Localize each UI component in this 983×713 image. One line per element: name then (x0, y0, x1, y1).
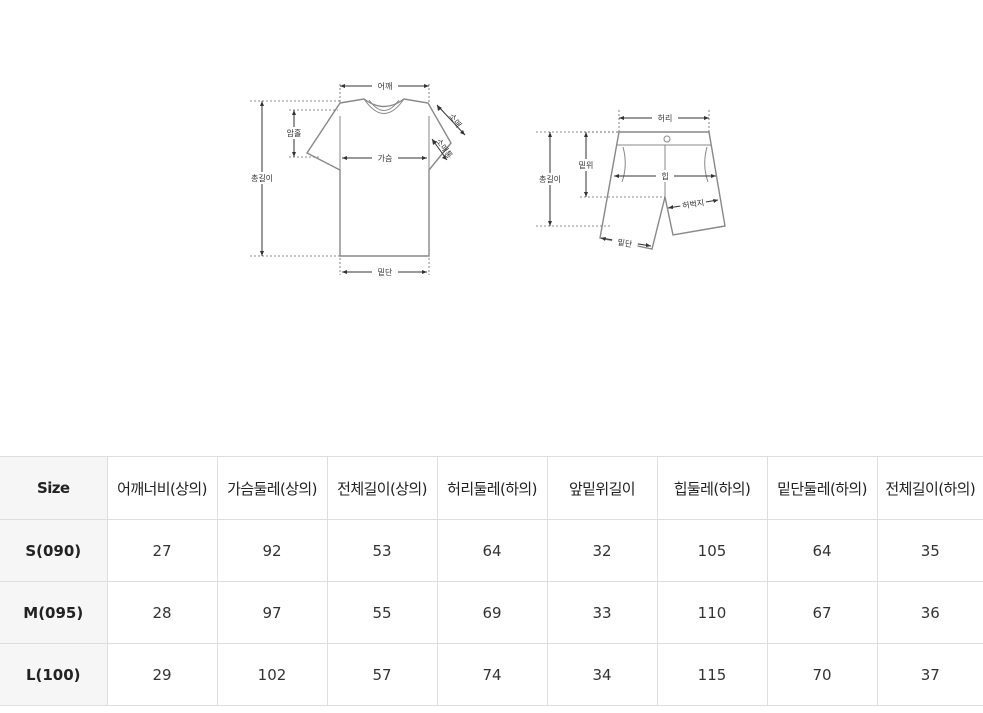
shorts-outline (599, 131, 726, 250)
shorts-illustration (599, 131, 726, 250)
header-chest: 가슴둘레(상의) (216, 456, 328, 520)
shorts-waist-dimension: 허리 (618, 110, 710, 132)
table-cell: 27 (106, 519, 218, 582)
table-cell: 74 (436, 643, 548, 706)
table-cell: 110 (656, 581, 768, 644)
table-cell: 92 (216, 519, 328, 582)
label-armhole: 암홀 (287, 128, 302, 138)
table-row: M(095) 28 97 55 69 33 110 67 36 (0, 581, 983, 644)
table-cell: 34 (546, 643, 658, 706)
size-diagram-svg: 어깨 암홀 가슴 총길이 (246, 80, 726, 278)
label-total-length-top: 총길이 (251, 173, 273, 183)
shorts-hip-dimension: 힙 (614, 170, 716, 182)
table-cell: 57 (326, 643, 438, 706)
header-waist: 허리둘레(하의) (436, 456, 548, 520)
table-cell: 64 (766, 519, 878, 582)
table-cell: 28 (106, 581, 218, 644)
tshirt-illustration (305, 98, 452, 257)
size-table: Size 어깨너비(상의) 가슴둘레(상의) 전체길이(상의) 허리둘레(하의)… (0, 456, 983, 706)
label-thigh: 허벅지 (681, 197, 704, 210)
shorts-length-dimension: 총길이 (534, 131, 619, 227)
tshirt-shoulder-dimension: 어깨 (339, 80, 430, 103)
label-chest: 가슴 (378, 154, 393, 163)
row-size-label: L(100) (0, 643, 108, 706)
label-total-length-bottom: 총길이 (539, 174, 561, 184)
label-hem-bottom: 밑단 (617, 237, 634, 249)
table-cell: 97 (216, 581, 328, 644)
shorts-thigh-dimension: 허벅지 (667, 195, 719, 211)
table-cell: 55 (326, 581, 438, 644)
label-rise: 밑위 (579, 160, 594, 170)
table-cell: 35 (876, 519, 983, 582)
table-cell: 53 (326, 519, 438, 582)
header-hip: 힙둘레(하의) (656, 456, 768, 520)
table-cell: 33 (546, 581, 658, 644)
shorts-hem-dimension: 밑단 (600, 234, 652, 249)
header-front-rise: 앞밑위길이 (546, 456, 658, 520)
table-cell: 64 (436, 519, 548, 582)
table-row: S(090) 27 92 53 64 32 105 64 35 (0, 519, 983, 582)
header-hem: 밑단둘레(하의) (766, 456, 878, 520)
tshirt-armhole-dimension: 암홀 (283, 109, 338, 158)
tshirt-body-outline (305, 98, 452, 257)
tshirt-collar (363, 98, 405, 114)
tshirt-hem-dimension: 밑단 (339, 258, 430, 278)
label-sleeve: 소매 (447, 112, 463, 129)
table-header-row: Size 어깨너비(상의) 가슴둘레(상의) 전체길이(상의) 허리둘레(하의)… (0, 456, 983, 520)
tshirt-length-dimension: 총길이 (246, 100, 340, 257)
table-cell: 36 (876, 581, 983, 644)
header-size: Size (0, 456, 108, 520)
table-cell: 115 (656, 643, 768, 706)
header-shoulder-width: 어깨너비(상의) (106, 456, 218, 520)
size-diagram: 어깨 암홀 가슴 총길이 (0, 0, 983, 300)
label-waist: 허리 (658, 114, 673, 123)
row-size-label: M(095) (0, 581, 108, 644)
tshirt-chest-dimension: 가슴 (342, 152, 427, 164)
table-cell: 67 (766, 581, 878, 644)
row-size-label: S(090) (0, 519, 108, 582)
label-hem-top: 밑단 (378, 267, 393, 277)
table-cell: 102 (216, 643, 328, 706)
label-shoulder: 어깨 (378, 81, 393, 91)
label-hip: 힙 (661, 171, 668, 181)
table-cell: 32 (546, 519, 658, 582)
table-row: L(100) 29 102 57 74 34 115 70 37 (0, 643, 983, 706)
table-cell: 70 (766, 643, 878, 706)
table-cell: 29 (106, 643, 218, 706)
table-cell: 105 (656, 519, 768, 582)
header-bottom-length: 전체길이(하의) (876, 456, 983, 520)
shorts-rise-dimension: 밑위 (574, 131, 665, 198)
table-cell: 69 (436, 581, 548, 644)
table-cell: 37 (876, 643, 983, 706)
header-top-length: 전체길이(상의) (326, 456, 438, 520)
